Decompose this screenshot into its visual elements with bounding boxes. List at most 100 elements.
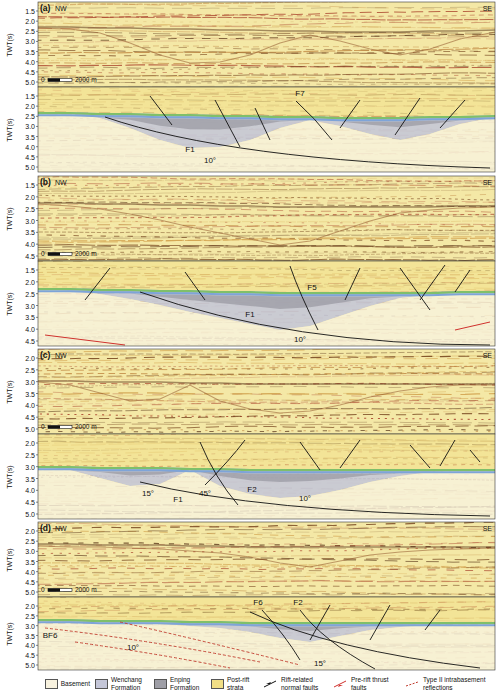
legend-text: Wenchang Formation <box>111 676 149 690</box>
tick-label: 4.5 <box>25 338 35 345</box>
tick-label: 4.5 <box>25 153 35 160</box>
annotation: F6 <box>253 599 262 607</box>
tick-label: 3.5 <box>25 133 35 140</box>
scale-text: 2000 m <box>75 587 97 594</box>
tick-label: 2.5 <box>25 113 35 120</box>
legend: Basement Wenchang Formation Enping Formati… <box>45 673 495 694</box>
legend-text: Rift-related normal faults <box>281 676 327 690</box>
legend-text: Basement <box>61 680 90 687</box>
tick-label: 5.0 <box>25 511 35 518</box>
tick-label: 3.0 <box>25 378 35 385</box>
tick-label: 2.0 <box>25 278 35 285</box>
tick-label: 5.0 <box>25 426 35 433</box>
direction-label: NW <box>55 179 67 186</box>
tick-label: 4.0 <box>25 143 35 150</box>
annotation: 10° <box>299 495 311 503</box>
tick-label: 3.0 <box>25 123 35 130</box>
tick-label: 2.0 <box>25 193 35 200</box>
legend-item: Type II intrabasement reflections <box>404 676 495 690</box>
direction-label: NW <box>55 525 67 532</box>
tick-label: 3.5 <box>25 632 35 639</box>
tick-label: 4.0 <box>25 402 35 409</box>
tick-label: 1.5 <box>25 8 35 15</box>
direction-label: SE <box>483 352 492 359</box>
legend-item: Post-rift strata <box>211 676 257 690</box>
tick-label: 4.5 <box>25 68 35 75</box>
tick-label: 3.5 <box>25 390 35 397</box>
tick-label: 4.5 <box>25 414 35 421</box>
annotation: F5 <box>307 284 316 292</box>
annotation: 15° <box>142 490 154 498</box>
tick-label: 4.0 <box>25 642 35 649</box>
annotation: F2 <box>247 486 256 494</box>
legend-swatch <box>211 679 224 689</box>
tick-label: 4.5 <box>25 499 35 506</box>
annotation: F1 <box>185 146 194 154</box>
panel-letter: (b) <box>40 178 51 187</box>
tick-label: 4.0 <box>25 487 35 494</box>
annotation: 45° <box>199 490 211 498</box>
annotation: 15° <box>314 660 326 668</box>
annotation: 10° <box>127 644 139 652</box>
legend-item: Wenchang Formation <box>95 676 149 690</box>
legend-text: Type II intrabasement reflections <box>423 676 495 690</box>
scale-text: 2000 m <box>75 424 97 431</box>
legend-swatch <box>95 679 108 689</box>
tick-label: 3.5 <box>25 229 35 236</box>
scale-text: 0 <box>41 424 45 431</box>
direction-label: SE <box>483 5 492 12</box>
legend-line-sample <box>404 679 420 689</box>
annotation: F7 <box>295 90 304 98</box>
tick-label: 3.0 <box>25 38 35 45</box>
direction-label: NW <box>55 5 67 12</box>
tick-label: 3.0 <box>25 622 35 629</box>
tick-label: 5.0 <box>25 662 35 669</box>
tick-label: 2.5 <box>25 28 35 35</box>
axis-title: TWT(s) <box>6 548 13 571</box>
tick-label: 4.5 <box>25 578 35 585</box>
legend-item: Enping Formation <box>154 676 206 690</box>
tick-label: 5.0 <box>25 79 35 86</box>
tick-label: 4.5 <box>25 652 35 659</box>
tick-label: 2.0 <box>25 355 35 362</box>
tick-label: 2.5 <box>25 538 35 545</box>
tick-label: 2.0 <box>25 18 35 25</box>
scale-text: 2000 m <box>75 77 97 84</box>
tick-label: 3.0 <box>25 548 35 555</box>
legend-text: Pre-rift thrust faults <box>351 676 399 690</box>
legend-item: Basement <box>45 679 90 689</box>
axis-title: TWT(s) <box>6 33 13 56</box>
legend-text: Enping Formation <box>170 676 206 690</box>
tick-label: 2.0 <box>25 103 35 110</box>
panel-letter: (a) <box>40 4 50 13</box>
tick-label: 2.0 <box>25 603 35 610</box>
tick-label: 5.0 <box>25 164 35 171</box>
tick-label: 1.5 <box>25 93 35 100</box>
panel-letter: (c) <box>40 351 50 360</box>
tick-label: 3.0 <box>25 217 35 224</box>
tick-label: 1.5 <box>25 182 35 189</box>
tick-label: 2.5 <box>25 205 35 212</box>
tick-label: 2.0 <box>25 528 35 535</box>
annotation: 10° <box>294 336 306 344</box>
tick-label: 2.5 <box>25 290 35 297</box>
tick-label: 2.5 <box>25 451 35 458</box>
direction-label: SE <box>483 525 492 532</box>
tick-label: 3.5 <box>25 314 35 321</box>
scale-text: 0 <box>41 77 45 84</box>
panel-letter: (d) <box>40 524 51 533</box>
tick-label: 3.5 <box>25 48 35 55</box>
legend-line-sample <box>262 679 278 689</box>
axis-title: TWT(s) <box>6 380 13 403</box>
tick-label: 3.0 <box>25 463 35 470</box>
axis-title: TWT(s) <box>6 292 13 315</box>
scale-text: 2000 m <box>75 251 97 258</box>
tick-label: 4.0 <box>25 326 35 333</box>
annotation: F1 <box>245 311 254 319</box>
annotation: 10° <box>204 157 216 165</box>
tick-label: 2.0 <box>25 440 35 447</box>
legend-line-sample <box>332 679 348 689</box>
tick-label: 4.0 <box>25 58 35 65</box>
scale-text: 0 <box>41 587 45 594</box>
annotation: BF6 <box>43 632 58 640</box>
